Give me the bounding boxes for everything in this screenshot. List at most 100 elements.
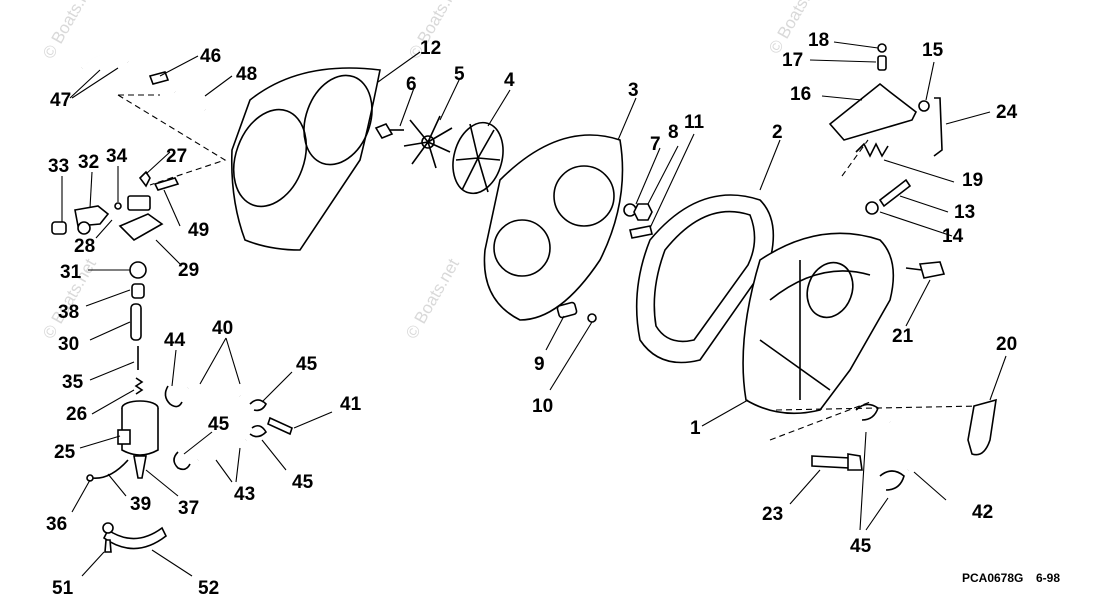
callout-44: 44 — [164, 330, 186, 351]
part-45-clip-b — [249, 424, 268, 438]
callout-9: 9 — [534, 354, 545, 375]
callout-51: 51 — [52, 578, 74, 599]
callout-28: 28 — [74, 236, 95, 257]
left-parts — [51, 52, 293, 553]
center-parts — [230, 67, 775, 364]
callout-42: 42 — [972, 502, 993, 523]
part-39-wire — [91, 459, 129, 479]
part-5-valve-star — [403, 115, 453, 169]
callout-24: 24 — [996, 102, 1018, 123]
part-14-nut — [865, 201, 879, 215]
callout-33: 33 — [48, 156, 69, 177]
part-17-pin — [877, 55, 887, 71]
callout-3: 3 — [628, 80, 639, 101]
callout-5: 5 — [454, 64, 465, 85]
part-29-plate — [118, 213, 164, 241]
callout-45-d: 45 — [850, 536, 872, 557]
part-19-spring — [855, 142, 889, 158]
callout-52: 52 — [198, 578, 219, 599]
callout-13: 13 — [954, 202, 975, 223]
part-21-screw — [918, 261, 946, 279]
part-20-elbow — [967, 398, 997, 456]
callout-45-a: 45 — [296, 354, 318, 375]
callout-19: 19 — [962, 170, 983, 191]
callout-45-c: 45 — [292, 472, 314, 493]
callout-35: 35 — [62, 372, 84, 393]
part-3-port-a — [493, 219, 551, 277]
part-28 — [77, 221, 91, 235]
part-26-spring — [134, 377, 144, 395]
callout-46: 46 — [200, 46, 221, 67]
part-49-pin — [153, 177, 180, 191]
callout-25: 25 — [54, 442, 76, 463]
part-21-shank — [905, 267, 923, 271]
callout-12: 12 — [420, 38, 441, 59]
part-38 — [131, 283, 145, 299]
part-45-clip-a — [249, 399, 267, 412]
callout-2: 2 — [772, 122, 783, 143]
callout-29: 29 — [178, 260, 199, 281]
part-1-housing-detail — [759, 260, 871, 400]
callouts: 1 2 3 4 5 6 7 8 9 10 11 12 13 14 15 16 1… — [46, 30, 1018, 599]
callout-18: 18 — [808, 30, 829, 51]
part-31-cap — [129, 261, 147, 279]
callout-23: 23 — [762, 504, 783, 525]
callout-43: 43 — [234, 484, 255, 505]
callout-20: 20 — [996, 334, 1017, 355]
part-9-pin — [556, 301, 578, 319]
part-24-rod — [933, 97, 943, 157]
callout-38: 38 — [58, 302, 79, 323]
callout-31: 31 — [60, 262, 82, 283]
callout-32: 32 — [78, 152, 99, 173]
callout-14: 14 — [942, 226, 964, 247]
part-45-clamp-d — [855, 403, 879, 421]
part-44-clip — [164, 385, 183, 408]
callout-17: 17 — [782, 50, 803, 71]
part-13-stud — [878, 178, 912, 208]
part-12-hole-b — [303, 74, 373, 166]
part-3-pump-plate — [483, 134, 624, 321]
part-16-lever — [828, 82, 918, 141]
part-25-bracket — [117, 429, 131, 445]
callout-16: 16 — [790, 84, 811, 105]
part-12-hole-a — [232, 108, 308, 208]
part-12-gasket — [230, 67, 381, 251]
part-41-fitting — [267, 416, 293, 436]
part-45-clamp-e — [879, 470, 905, 491]
part-34 — [114, 202, 122, 210]
part-37-nozzle — [133, 455, 147, 479]
part-6-screw — [374, 123, 394, 139]
part-46-fitting — [148, 71, 170, 85]
callout-48: 48 — [236, 64, 257, 85]
callout-30: 30 — [58, 334, 79, 355]
part-4-diaphragm — [452, 121, 504, 195]
callout-6: 6 — [406, 74, 417, 95]
callout-36: 36 — [46, 514, 67, 535]
part-27-screw — [138, 170, 151, 188]
part-3-port-b — [553, 165, 615, 227]
callout-26: 26 — [66, 404, 87, 425]
part-30-tube — [130, 303, 142, 341]
callout-15: 15 — [922, 40, 944, 61]
part-10-screw — [587, 313, 597, 323]
part-1-port — [806, 261, 854, 319]
callout-49: 49 — [188, 220, 209, 241]
part-23-bolt — [811, 455, 851, 469]
callout-4: 4 — [504, 70, 515, 91]
watermark-1: © Boats.net — [39, 0, 100, 62]
callout-34: 34 — [106, 146, 128, 167]
part-18-cap — [877, 43, 887, 53]
part-2-gasket-inner — [653, 210, 756, 343]
part-15-washer — [918, 100, 930, 112]
part-45-clip-c — [173, 451, 191, 471]
watermark-5: © Boats.net — [402, 255, 463, 342]
callout-39: 39 — [130, 494, 151, 515]
part-25-solenoid — [121, 408, 159, 456]
part-32-fitting — [74, 205, 110, 227]
leader-lines — [61, 41, 1007, 577]
callout-1: 1 — [690, 418, 701, 439]
callout-27: 27 — [166, 146, 187, 167]
callout-10: 10 — [532, 396, 553, 417]
callout-40: 40 — [212, 318, 233, 339]
part-51-screw-head — [102, 522, 114, 534]
